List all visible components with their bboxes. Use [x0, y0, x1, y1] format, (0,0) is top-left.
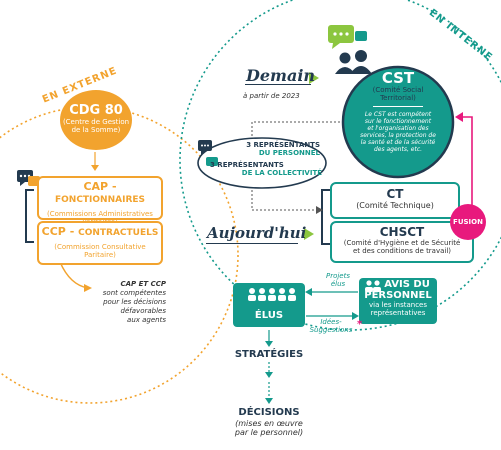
cap-title-a: CAP - — [83, 180, 117, 193]
chat-icon-cap — [17, 170, 40, 186]
cdg-sub1: (Centre de Gestion — [62, 118, 130, 126]
cst-circle — [341, 65, 455, 179]
ccp-title-a: CCP - — [41, 225, 79, 238]
note-l3: pour les décisions — [103, 298, 166, 306]
projets-label: Projets élus — [318, 272, 358, 288]
cst-desc-3: services, la protection de — [360, 132, 436, 139]
ct-box: CT (Comité Technique) — [330, 182, 460, 219]
elus-box — [233, 283, 305, 327]
speech-bubble-icon — [328, 25, 367, 49]
fusion-badge: FUSION — [450, 204, 486, 240]
cap-box: CAP - FONCTIONNAIRES (Commissions Admini… — [37, 176, 163, 226]
cst-desc-2: et l'organisation des — [367, 125, 429, 132]
ct-title: CT — [386, 187, 404, 201]
chsct-sub1: (Comité d'Hygiène et de Sécurité — [343, 239, 461, 247]
cst-sub1: (Comité Social — [372, 86, 424, 94]
avis-l3: via les instances — [368, 301, 428, 309]
chsct-sub2: et des conditions de travail) — [352, 247, 452, 255]
decisions-block: DÉCISIONS (mises en œuvre par le personn… — [214, 407, 324, 437]
cst-desc-5: des agents, etc. — [373, 146, 423, 153]
chsct-box: CHSCT (Comité d'Hygiène et de Sécurité e… — [330, 221, 474, 263]
ct-sub: (Comité Technique) — [356, 201, 434, 210]
idees-label: Idées- Suggestions — [306, 318, 356, 334]
cdg-title: CDG 80 — [69, 103, 123, 118]
note-l4: défavorables — [120, 307, 166, 315]
note-l5: aux agents — [127, 316, 166, 324]
idees-l2: Suggestions — [309, 326, 353, 334]
projets-l1: Projets — [325, 272, 351, 280]
avis-l1: AVIS DU — [384, 279, 430, 290]
demain-underline — [245, 84, 311, 85]
cap-desc1: (Commissions Administratives — [47, 210, 153, 218]
note-l2: sont compétentes — [102, 289, 166, 297]
elus-label: ÉLUS — [254, 310, 284, 321]
ccp-desc2: Paritaire) — [84, 251, 116, 259]
rep1-l2: DU PERSONNEL — [258, 149, 320, 157]
people-icon — [335, 50, 372, 74]
cst-desc-1: sur le fonctionnement — [364, 118, 432, 125]
cdg-sub2: de la Somme) — [71, 126, 121, 134]
demain-label: Demain — [246, 66, 316, 85]
decisions-sub2: par le personnel) — [234, 428, 304, 437]
cap-title-b: FONCTIONNAIRES — [54, 195, 145, 205]
ccp-desc1: (Commission Consultative — [54, 243, 146, 251]
cdg-circle: CDG 80 (Centre de Gestion de la Somme) — [60, 90, 132, 150]
rep-personnel: 3 REPRÉSENTANTS DU PERSONNEL — [224, 141, 320, 157]
aujourdhui-arrow — [304, 228, 314, 240]
cst-sub2: Territorial) — [380, 94, 416, 102]
externe-circle — [0, 106, 239, 404]
rep1-l1: 3 REPRÉSENTANTS — [246, 141, 320, 149]
demain-arrow — [309, 72, 319, 84]
aujourdhui-label: Aujourd'hui — [207, 224, 307, 242]
rep2-l1: 3 REPRÉSENTANTS — [210, 161, 284, 169]
note-l1: CAP ET CCP — [120, 280, 166, 288]
asterisk: * — [357, 319, 363, 330]
avis-l2: PERSONNEL — [364, 290, 432, 301]
demain-sub: à partir de 2023 — [243, 92, 300, 100]
strategies-label: STRATÉGIES — [234, 349, 304, 360]
decisions-sub1: (mises en œuvre — [235, 419, 303, 428]
cst-desc-0: Le CST est compétent — [364, 111, 432, 118]
rep2-l2: DE LA COLLECTIVITÉ — [241, 169, 322, 177]
interne-circle — [179, 0, 501, 331]
fusion-label: FUSION — [453, 218, 483, 226]
chat-icon-left — [198, 140, 218, 166]
cap-ccp-note: CAP ET CCP sont compétentes pour les déc… — [84, 280, 166, 325]
projets-l2: élus — [330, 280, 346, 288]
avis-content: AVIS DU PERSONNEL via les instances repr… — [359, 279, 437, 317]
avis-l4: représentatives — [370, 309, 426, 317]
ccp-title-b: CONTRACTUELS — [78, 228, 159, 238]
chsct-title: CHSCT — [379, 225, 425, 239]
cst-title: CST — [381, 69, 415, 87]
cst-content: CST (Comité Social Territorial) Le CST e… — [350, 70, 446, 153]
aujourdhui-underline — [206, 243, 298, 244]
ccp-box: CCP - CONTRACTUELS (Commission Consultat… — [37, 221, 163, 265]
decisions-label: DÉCISIONS — [238, 407, 300, 418]
idees-l1: Idées- — [320, 318, 342, 326]
rep-collectivite: 3 REPRÉSENTANTS DE LA COLLECTIVITÉ — [204, 161, 322, 177]
representatives-ellipse — [197, 137, 327, 189]
cst-desc-4: la santé et de la sécurité — [360, 139, 436, 146]
